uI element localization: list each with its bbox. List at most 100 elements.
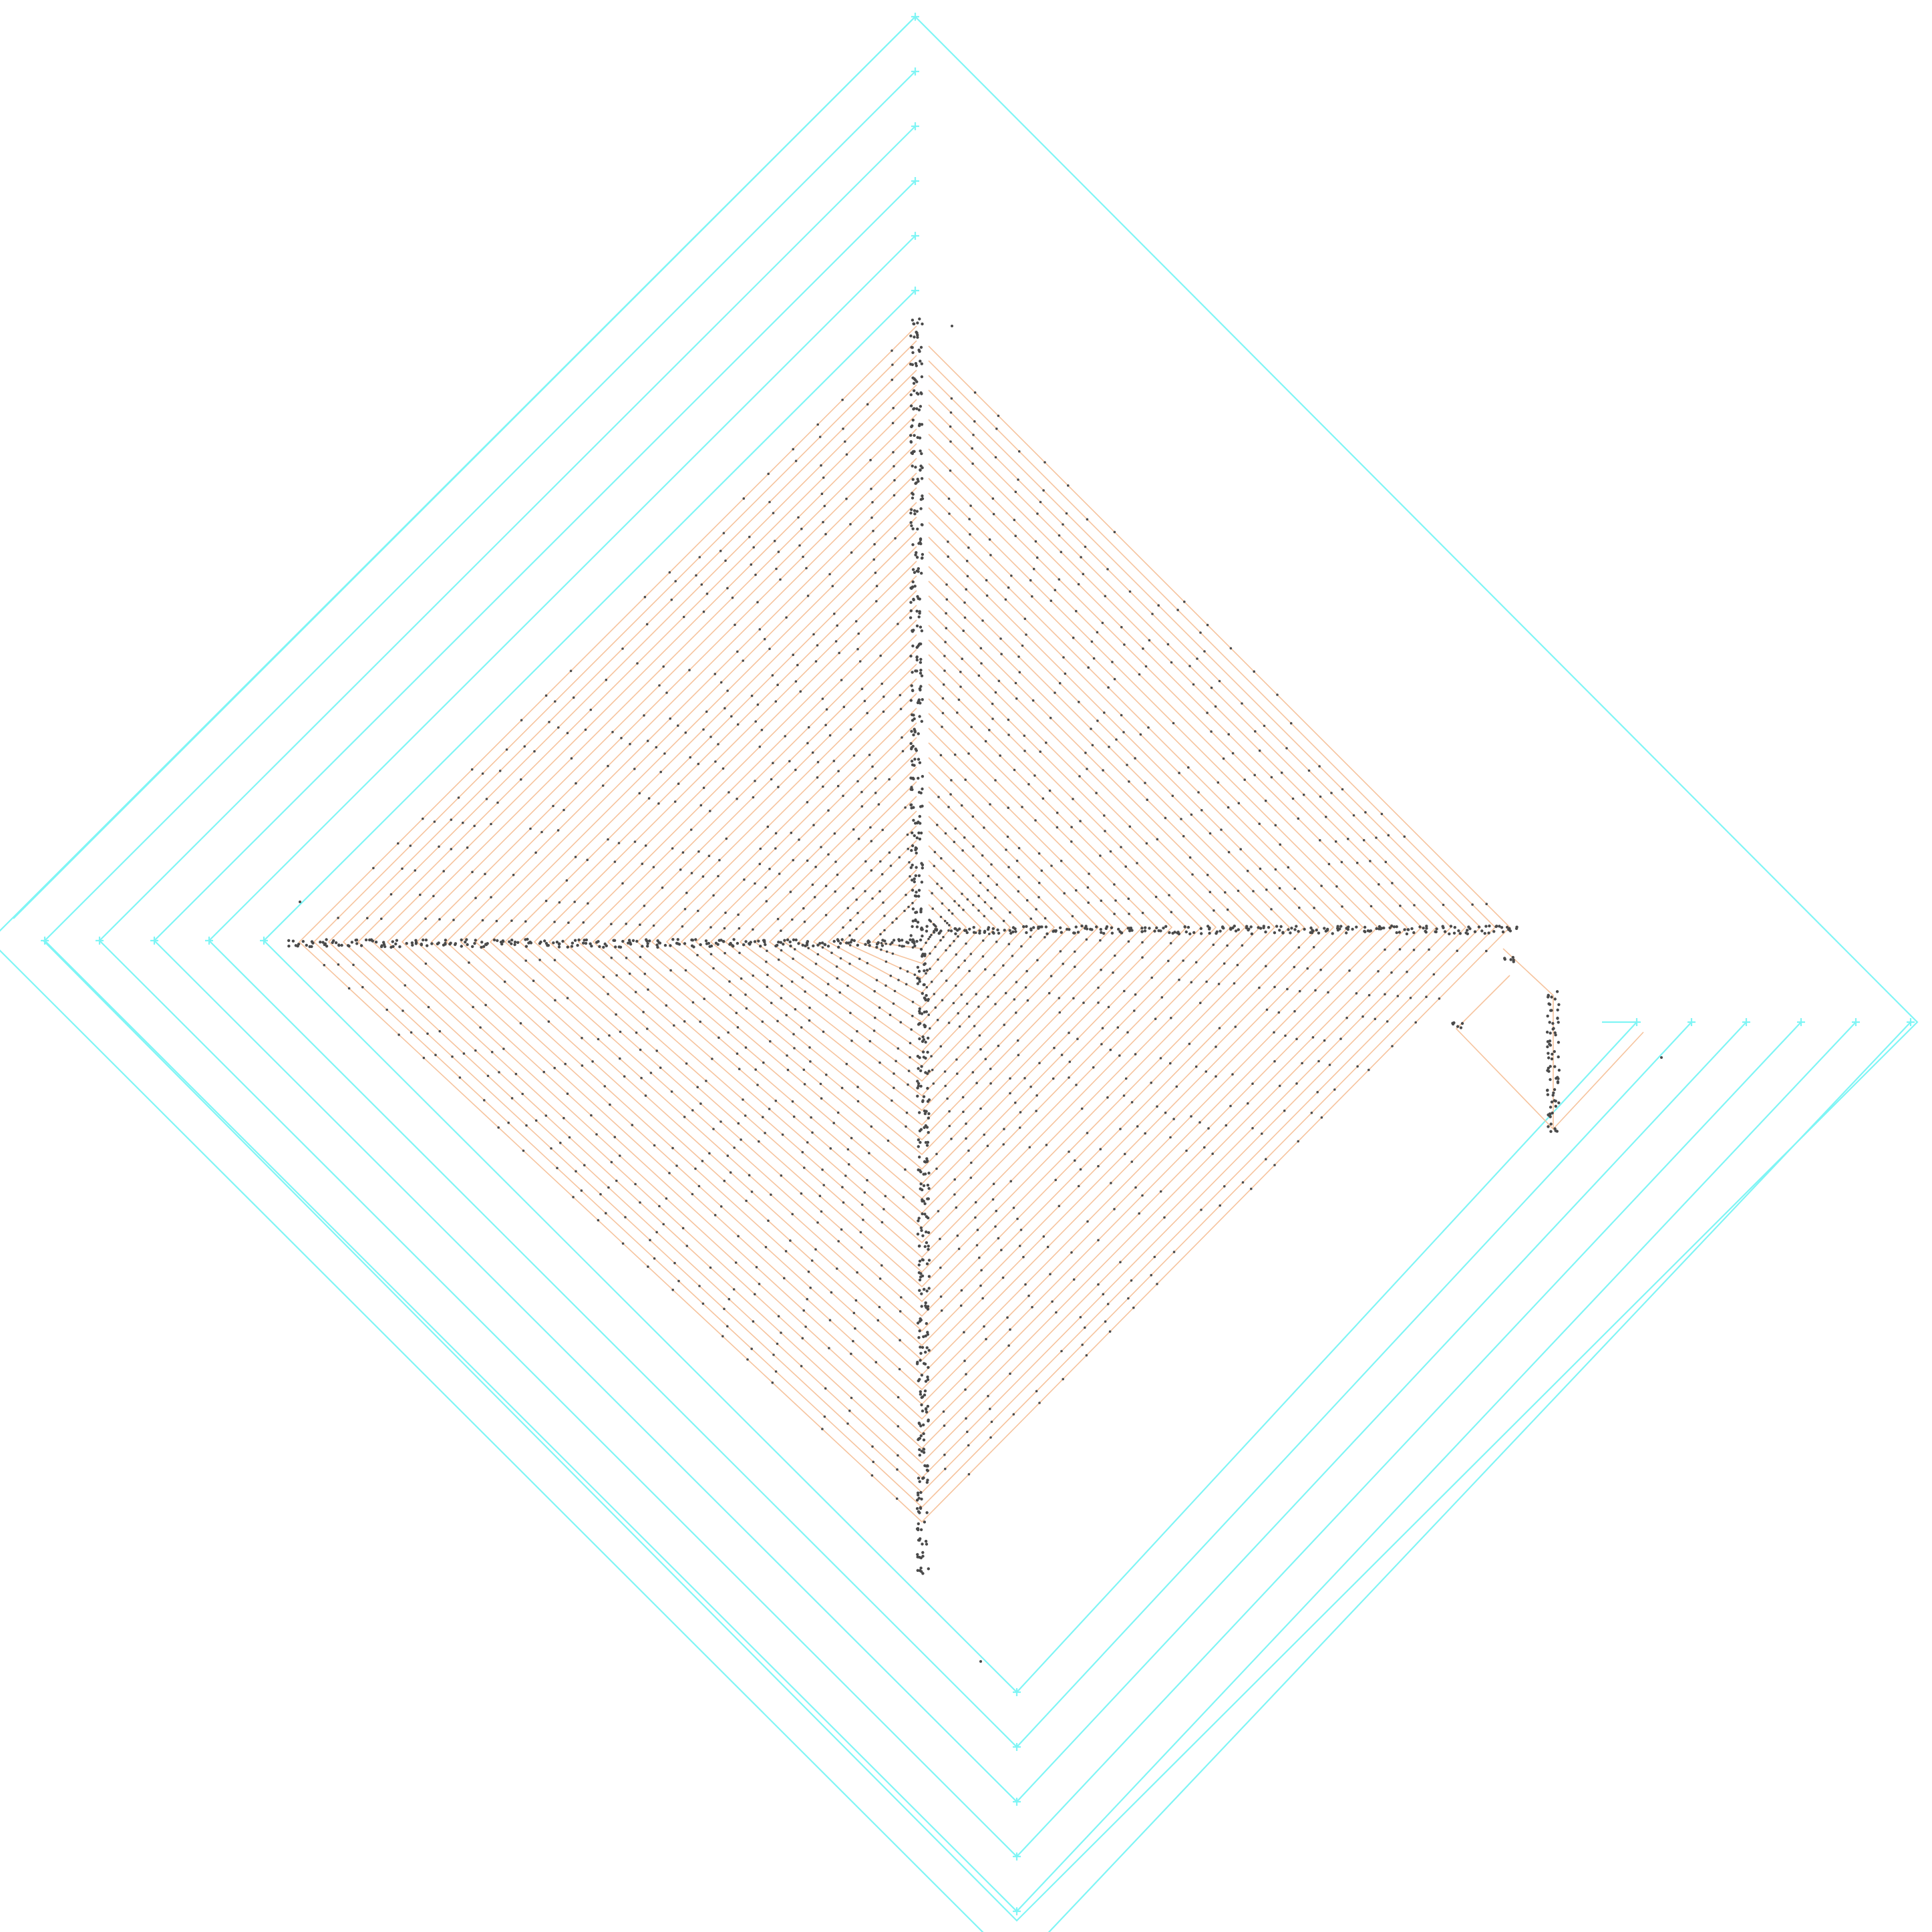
junction-dot [918, 980, 921, 983]
path-dot [836, 873, 839, 876]
junction-dot [923, 1112, 927, 1116]
path-dot [871, 765, 874, 768]
path-dot [884, 1194, 887, 1198]
path-dot [1134, 1053, 1137, 1056]
path-dot [1191, 873, 1194, 876]
path-dot [758, 1140, 760, 1143]
path-dot [1224, 891, 1227, 894]
path-dot [608, 1034, 611, 1037]
path-dot [806, 1297, 808, 1301]
path-dot [802, 1309, 805, 1312]
path-dot [1014, 681, 1017, 685]
junction-dot [669, 944, 672, 947]
path-dot [844, 1174, 847, 1177]
path-dot [783, 1277, 786, 1280]
path-dot [705, 710, 708, 713]
junction-dot [1547, 1125, 1550, 1128]
path-dot [1050, 599, 1053, 603]
path-dot [863, 1191, 866, 1194]
junction-dot [334, 941, 338, 945]
junction-dot [1045, 932, 1049, 936]
path-dot [855, 898, 858, 901]
junction-dot [812, 944, 815, 948]
path-dot [1015, 1011, 1017, 1014]
junction-dot [1554, 1100, 1557, 1103]
path-dot [1297, 1140, 1299, 1143]
path-dot [1095, 792, 1098, 794]
path-dot [771, 674, 774, 677]
path-dot [985, 579, 988, 582]
inner-path [842, 869, 967, 979]
junction-dot [909, 434, 913, 437]
path-dot [1107, 686, 1110, 689]
path-dot [975, 993, 977, 995]
path-dot [685, 1062, 688, 1065]
path-dot [758, 862, 762, 866]
path-dot [967, 1473, 971, 1476]
junction-dots [287, 317, 1663, 1663]
path-dot [967, 1015, 971, 1018]
path-dot [438, 918, 441, 921]
path-dot [972, 434, 975, 436]
junction-dot [757, 939, 760, 943]
path-dot [1231, 752, 1235, 755]
junction-dot [926, 1478, 929, 1482]
path-dot [979, 1284, 982, 1287]
path-dot [689, 828, 693, 831]
path-dot [990, 1420, 993, 1424]
path-dot [1113, 913, 1116, 915]
path-dot [1279, 843, 1281, 846]
junction-dot [1456, 1025, 1460, 1028]
junction-dot [918, 1111, 921, 1114]
junction-dot [394, 942, 397, 946]
junction-dot [926, 1305, 930, 1308]
junction-dot [916, 321, 919, 325]
junction-dot [876, 941, 880, 945]
junction-dot [502, 940, 505, 943]
path-dot [1018, 1126, 1021, 1129]
junction-dot [916, 1094, 919, 1098]
path-dot [854, 1299, 858, 1302]
junction-dot [379, 945, 383, 949]
outer-corner-marker [911, 67, 919, 75]
path-dot [870, 869, 873, 872]
path-dot [1312, 946, 1315, 949]
junction-dot [1501, 930, 1505, 934]
path-dot [842, 428, 844, 430]
path-dot [1380, 812, 1384, 816]
path-dot [684, 731, 687, 734]
path-dot [1198, 1121, 1201, 1124]
junction-dot [916, 1569, 920, 1572]
path-dot [849, 919, 852, 922]
path-dot [965, 1122, 967, 1125]
junction-dot [927, 1248, 930, 1251]
junction-dot [913, 728, 916, 731]
path-dot [1035, 1110, 1037, 1112]
path-dot [1070, 826, 1073, 828]
path-dot [1274, 868, 1277, 871]
junction-dot [925, 929, 929, 933]
junction-dot [917, 480, 920, 483]
path-dot [800, 1192, 803, 1195]
junction-dot [823, 943, 826, 946]
path-dot [1114, 899, 1117, 902]
path-dot [822, 1030, 825, 1033]
path-dot [911, 1015, 914, 1017]
path-dot [589, 708, 593, 711]
path-dot [728, 1297, 731, 1301]
path-dot [904, 806, 907, 809]
path-dot [481, 919, 484, 922]
junction-dot [762, 939, 766, 943]
junction-dot [1003, 929, 1006, 932]
path-dot [970, 726, 973, 728]
path-dot [891, 378, 894, 381]
path-dot [945, 627, 948, 630]
path-dot [819, 1082, 822, 1086]
outer-corner-marker [96, 937, 104, 945]
path-dot [1058, 997, 1061, 999]
junction-dot [1473, 930, 1477, 933]
junction-dot [917, 1263, 921, 1267]
path-dot [784, 735, 786, 738]
path-dot [1219, 1204, 1221, 1207]
stray-dot [979, 1660, 982, 1663]
